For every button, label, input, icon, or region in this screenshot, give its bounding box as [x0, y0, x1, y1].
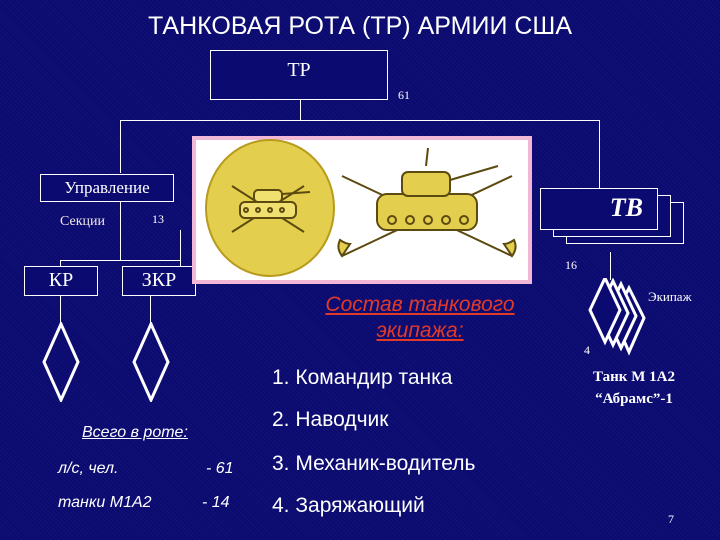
- sections-count: 13: [152, 212, 164, 227]
- crew-member: 2. Наводчик: [272, 408, 388, 432]
- platoon-count: 16: [565, 258, 577, 273]
- unit-label-company: ТР: [211, 59, 387, 82]
- totals-heading: Всего в роте:: [82, 424, 188, 442]
- totals-personnel-value: - 61: [206, 460, 234, 478]
- unit-label-platoon: ТВ: [541, 193, 657, 223]
- page-title: ТАНКОВАЯ РОТА (ТР) АРМИИ США: [0, 12, 720, 41]
- totals-tanks-label: танки М1А2: [58, 494, 152, 512]
- unit-count-company: 61: [398, 88, 410, 103]
- totals-personnel-label: л/с, чел.: [58, 460, 118, 478]
- unit-box-zkr: ЗКР: [122, 266, 196, 296]
- unit-label-hq: Управление: [41, 178, 173, 198]
- crew-member: 1. Командир танка: [272, 366, 452, 390]
- crew-heading-line1: Состав танкового: [280, 292, 560, 318]
- crew-member: 3. Механик-водитель: [272, 452, 475, 476]
- unit-box-company: ТР: [210, 50, 388, 100]
- tank-symbol-zkr: [130, 322, 172, 402]
- crew-heading-line2: экипажа:: [280, 318, 560, 344]
- sections-label: Секции: [60, 214, 105, 230]
- tank-model-line1: Танк М 1А2: [574, 366, 694, 388]
- unit-box-platoon: ТВ: [540, 188, 658, 230]
- crew-member: 4. Заряжающий: [272, 494, 425, 518]
- totals-tanks-value: - 14: [202, 494, 230, 512]
- armor-insignia-icon: [192, 136, 532, 284]
- unit-label-kr: КР: [25, 269, 97, 292]
- platoon-stack: ТВ: [540, 188, 690, 258]
- crew-count: 4: [584, 343, 590, 358]
- tank-symbol-kr: [40, 322, 82, 402]
- unit-box-hq: Управление: [40, 174, 174, 202]
- page-number: 7: [668, 512, 674, 527]
- tank-model-line2: “Абрамс”-1: [574, 388, 694, 410]
- crew-heading: Состав танкового экипажа:: [280, 292, 560, 344]
- unit-box-kr: КР: [24, 266, 98, 296]
- branch-emblem-panel: [192, 136, 532, 284]
- tank-model-label: Танк М 1А2 “Абрамс”-1: [574, 366, 694, 410]
- unit-label-zkr: ЗКР: [123, 269, 195, 292]
- crew-label: Экипаж: [648, 289, 692, 305]
